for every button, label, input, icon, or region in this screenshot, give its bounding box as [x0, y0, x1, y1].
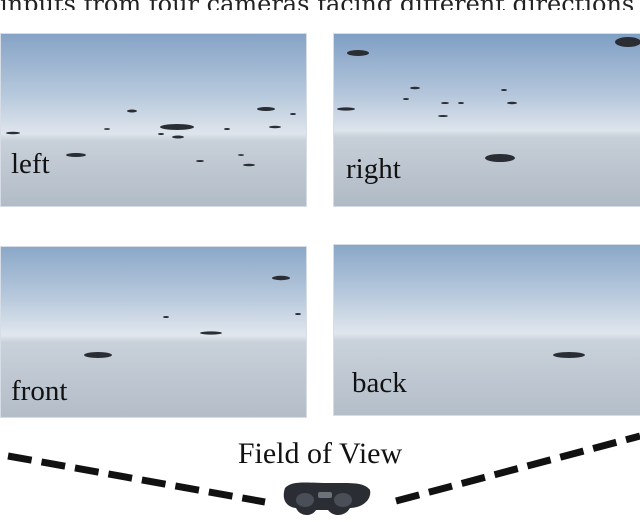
camera-view-front: front	[0, 246, 307, 418]
panel-label-back: back	[352, 367, 407, 399]
field-of-view-diagram	[7, 432, 640, 516]
front-camera-scene	[1, 247, 306, 417]
camera-view-back: back	[333, 244, 640, 416]
cropped-caption-text: inputs from four cameras facing differen…	[0, 0, 634, 10]
field-of-view-label: Field of View	[237, 437, 403, 470]
panel-label-left: left	[11, 148, 50, 180]
fov-boundary-left-line	[7, 452, 266, 506]
panel-label-front: front	[11, 375, 68, 407]
camera-view-left: left	[0, 33, 307, 207]
panel-label-right: right	[346, 153, 401, 185]
cropped-caption-line: inputs from four cameras facing differen…	[0, 0, 640, 10]
right-camera-scene	[334, 34, 640, 206]
fov-boundary-right-line	[395, 432, 640, 505]
back-camera-scene	[334, 245, 640, 415]
camera-view-right: right	[333, 33, 640, 207]
drone-icon	[283, 482, 371, 516]
left-camera-scene	[1, 34, 306, 206]
